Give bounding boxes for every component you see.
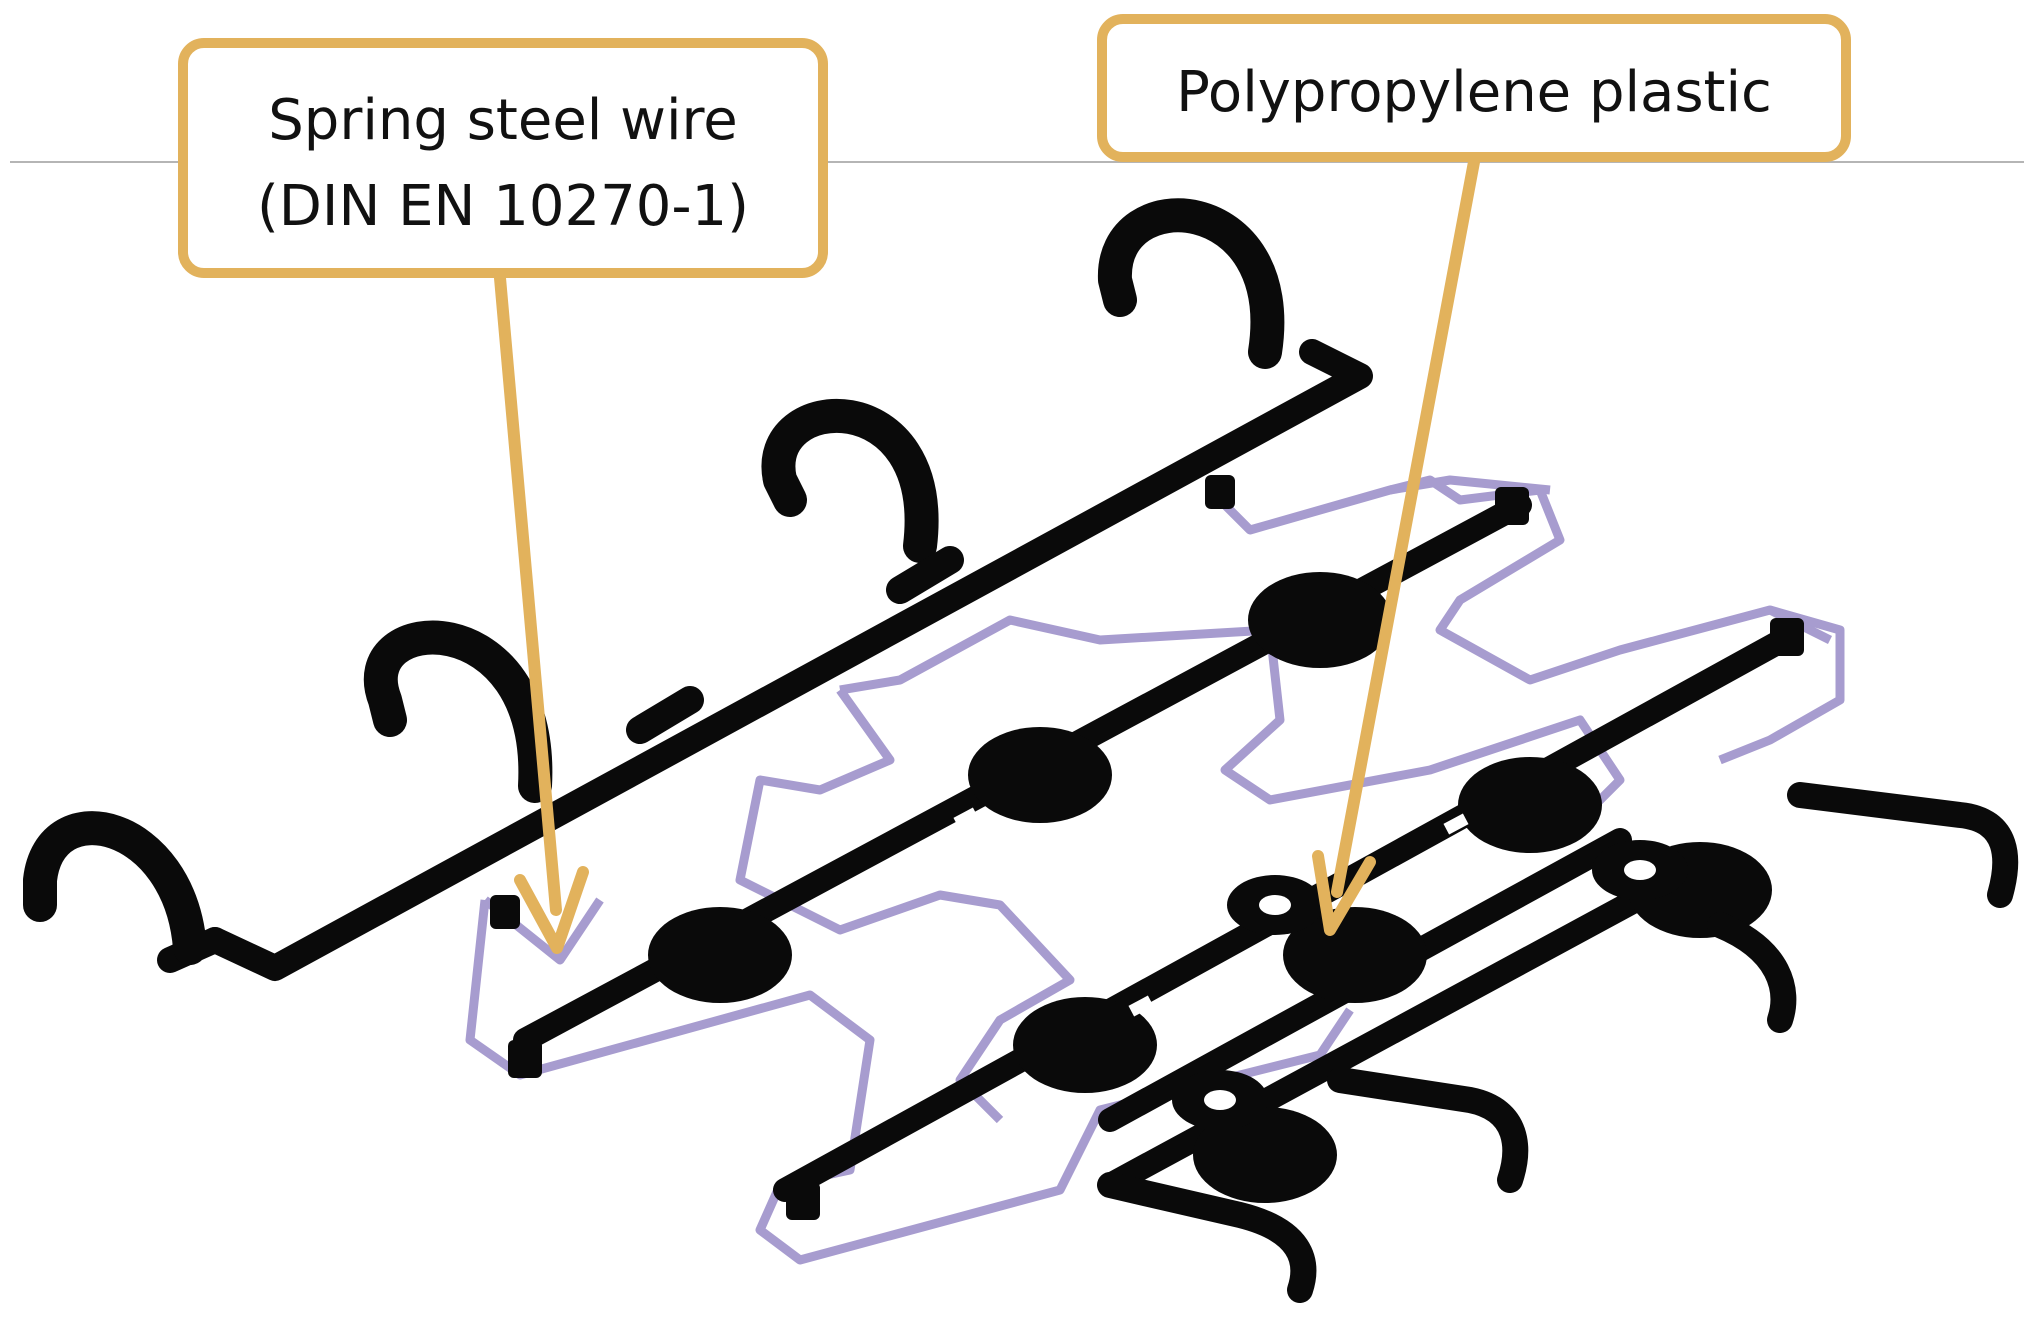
- spring-steel-wire-callout: Spring steel wire (DIN EN 10270-1): [178, 38, 828, 278]
- back-plastic-bar: [23, 198, 1373, 981]
- hook: [1097, 1172, 1317, 1303]
- wire-sleeves: [490, 475, 1804, 1220]
- plastic-arrow-head: [1312, 850, 1376, 936]
- polypropylene-callout: Polypropylene plastic: [1097, 14, 1851, 162]
- hook: [363, 620, 553, 803]
- clip-holes: [953, 807, 1656, 1110]
- polypropylene-label: Polypropylene plastic: [1176, 60, 1772, 125]
- spring-steel-wire-label: Spring steel wire: [268, 88, 738, 153]
- hook: [1327, 1067, 1529, 1193]
- hook: [1707, 912, 1797, 1033]
- hook: [1097, 198, 1285, 369]
- din-standard-label: (DIN EN 10270-1): [256, 174, 750, 239]
- hook: [23, 811, 207, 965]
- wire-arrow-head: [514, 866, 589, 954]
- plastic-arrow-shaft: [1331, 156, 1480, 898]
- plastic-runners: [513, 493, 1802, 1202]
- hook: [761, 398, 939, 563]
- front-plastic-arms: [1097, 782, 2019, 1303]
- callout-arrows: [494, 156, 1480, 954]
- wire-arrow-shaft: [494, 272, 562, 916]
- plastic-clips: [648, 572, 1772, 1203]
- hook: [1787, 782, 2019, 908]
